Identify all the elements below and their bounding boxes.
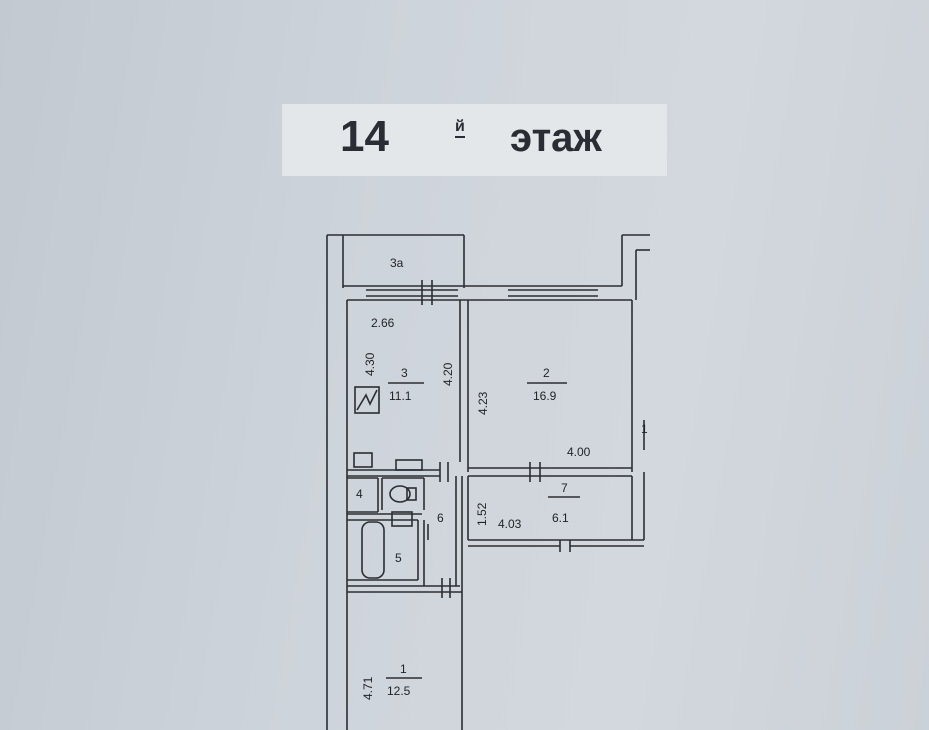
boiler-icon: [354, 386, 380, 414]
floor-number: 14: [340, 112, 389, 161]
room-3-number: 3: [401, 366, 408, 380]
room-3a-number: 3а: [390, 256, 404, 270]
room-2-number: 2: [543, 366, 550, 380]
room-6-number: 6: [437, 511, 444, 525]
basin-icon: [391, 511, 413, 527]
floor-word: этаж: [510, 116, 602, 160]
room-4-number: 4: [356, 487, 363, 501]
room-5-number: 5: [395, 551, 402, 565]
dim-hall-length: 4.03: [498, 517, 522, 531]
dim-room2-length: 4.23: [476, 391, 490, 415]
floor-suffix: й: [455, 118, 465, 138]
room-2-area: 16.9: [533, 389, 557, 403]
dim-room1-length: 4.71: [361, 676, 375, 700]
bathtub-icon: [361, 521, 385, 579]
dim-hall-width: 1.52: [475, 502, 489, 526]
dim-edge-mark: 1: [641, 422, 648, 436]
dim-room2-width: 4.00: [567, 445, 591, 459]
dim-kitchen-length-left: 4.30: [363, 352, 377, 376]
room-7-number: 7: [561, 481, 568, 495]
toilet-icon: [389, 485, 411, 503]
title-band: [282, 104, 667, 176]
room-1-area: 12.5: [387, 684, 411, 698]
stove-icon: [353, 452, 373, 468]
dim-kitchen-width: 2.66: [371, 316, 395, 330]
room-1-number: 1: [400, 662, 407, 676]
kitchen-sink-icon: [395, 459, 423, 471]
room-3-area: 11.1: [389, 389, 412, 403]
room-7-area: 6.1: [552, 511, 569, 525]
dim-kitchen-length-right: 4.20: [441, 362, 455, 386]
